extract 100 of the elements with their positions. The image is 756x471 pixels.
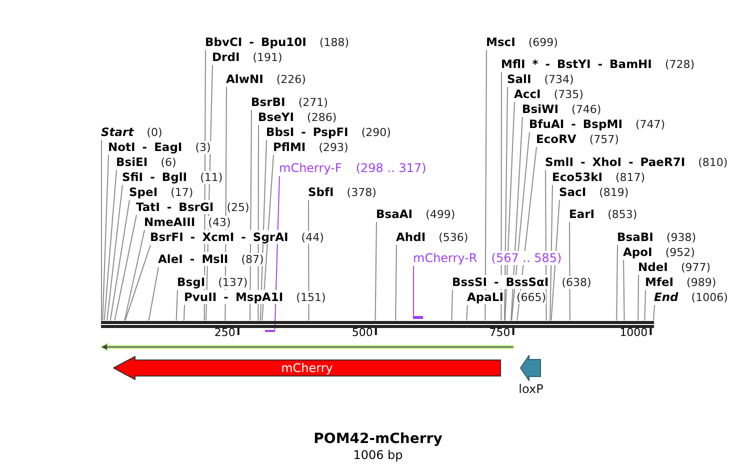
cut-position: (817) [616,171,646,184]
cut-position: (191) [252,51,282,64]
dna-backbone [101,320,654,328]
enzyme-name: PflMI [273,140,306,154]
cut-position: (151) [296,291,326,304]
cut-position: (226) [276,73,306,86]
leader-line [374,222,377,321]
enzyme-name: NmeAIII [144,215,196,229]
position-label: (1006) [691,291,728,304]
cut-position: (665) [516,291,546,304]
leader-line [184,304,185,321]
enzyme-name: AleI - MslI [158,252,228,266]
leader-line [451,290,453,321]
cut-position: (25) [226,201,250,214]
leader-line [644,290,646,321]
cut-position: (3) [195,141,211,154]
enzyme-name: SbfI [308,185,334,199]
feature-label: mCherry [281,361,333,375]
enzyme-name: ApaLI [467,290,504,304]
enzyme-name: BsgI [177,275,206,289]
enzyme-name: AccI [514,87,541,101]
enzyme-name: PvuII - MspA1I [184,290,284,304]
enzyme-name: BsiEI [116,155,148,169]
primer-name: mCherry-F [279,161,342,175]
enzyme-name: BfuAI - BspMI [529,117,622,131]
cut-position: (810) [698,156,728,169]
cut-position: (699) [528,36,558,49]
cut-position: (286) [307,111,337,124]
enzyme-name: SacI [559,185,586,199]
enzyme-name: SalI [507,72,532,86]
leader-line [124,244,151,321]
enzyme-name: BsiWI [522,102,559,116]
enzyme-name: Eco53kI [552,170,603,184]
enzyme-name: BbsI - PspFI [266,125,348,139]
ruler-label: 500 [352,326,373,340]
enzyme-name: TatI - BsrGI [136,200,214,214]
leader-line [395,244,397,321]
leader-line [510,116,523,321]
enzyme-name: EcoRV [536,132,576,146]
sequence-end-label: Start [101,125,134,139]
leader-line [550,184,553,321]
leader-line [104,170,117,321]
primer-name: mCherry-R [413,251,478,265]
ruler-label: 1000 [620,326,648,340]
cut-position: (188) [319,36,350,49]
leader-line [550,200,560,321]
leader-line [504,86,508,321]
primer-range: (567 .. 585) [491,251,562,265]
cut-position: (137) [218,276,248,289]
ruler-label: 750 [489,326,510,340]
cut-position: (6) [160,156,176,169]
cut-position: (378) [346,186,376,199]
cut-position: (290) [361,126,391,139]
leader-line [102,154,109,321]
primer-range: (298 .. 317) [356,161,426,175]
sequence-end-label: End [654,290,678,304]
sequence-length: 1006 bp [353,448,403,462]
cut-position: (44) [301,231,324,244]
leader-line [504,102,515,321]
enzyme-name: EarI [569,207,595,221]
cut-position: (43) [208,216,231,229]
primer-leader-line [413,266,414,316]
ruler-label: 250 [214,326,236,340]
cut-position: (734) [544,73,574,86]
feature-label: loxP [518,382,544,396]
cut-position: (638) [562,276,592,289]
leader-line [110,200,130,321]
cut-position: (853) [608,208,638,221]
leader-line [176,290,178,321]
enzyme-name: NotI - EagI [108,140,182,154]
leader-line [148,266,159,321]
leader-line [484,50,487,321]
cut-position: (17) [170,186,194,199]
enzyme-name: SmlI - XhoI - PaeR7I [545,155,686,169]
enzyme-name: BbvCI - Bpu10I [205,35,306,49]
enzyme-name: BsrFI - XcmI - SgrAI [150,230,288,244]
enzyme-name: BsaAI [376,207,413,221]
enzyme-name: AlwNI [226,72,264,86]
leader-line [124,230,145,321]
primer-mark [264,330,276,332]
enzyme-name: SpeI [129,185,158,199]
primer-mark [412,316,423,318]
enzyme-name: ApoI [623,245,652,259]
cut-position: (499) [426,208,456,221]
leader-line [101,140,102,321]
cut-position: (952) [665,246,695,259]
cut-position: (293) [318,141,348,154]
leader-line [638,274,639,321]
leader-line [653,304,655,321]
cut-position: (746) [572,103,602,116]
leader-line [623,260,625,321]
enzyme-name: AhdI [396,230,426,244]
enzyme-name: SfiI - BglI [122,170,188,184]
enzyme-name: MfeI [645,275,674,289]
cut-position: (87) [241,253,264,266]
cut-position: (938) [666,231,696,244]
leader-line [466,304,468,321]
cut-position: (536) [438,231,468,244]
enzyme-name: BsaBI [617,230,654,244]
enzyme-name: NdeI [638,260,668,274]
